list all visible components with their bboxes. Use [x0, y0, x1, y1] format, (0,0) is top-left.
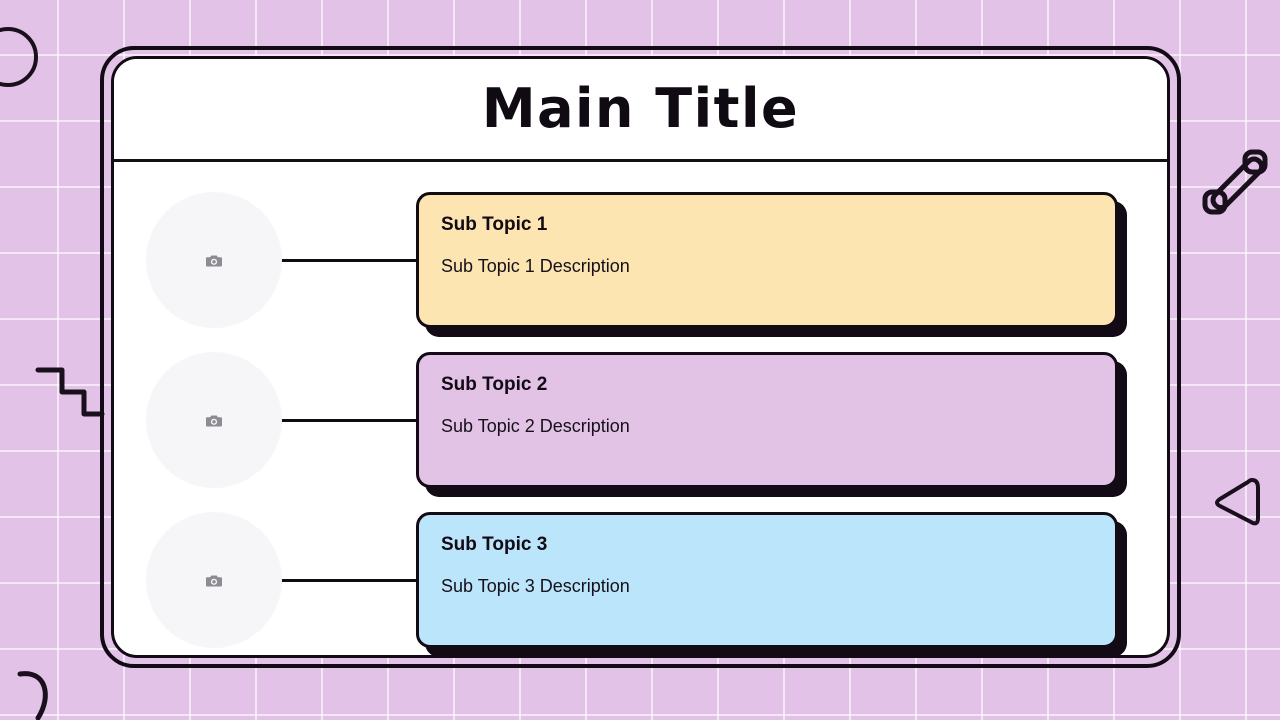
title-bar: Main Title — [114, 59, 1167, 162]
circle-outline-doodle — [0, 27, 38, 87]
topic-list: Sub Topic 1 Sub Topic 1 Description — [114, 162, 1167, 655]
connector-line-2 — [280, 418, 416, 422]
page-title: Main Title — [481, 77, 800, 140]
thumbnail-slot — [114, 512, 314, 648]
connector-line-3 — [280, 578, 416, 582]
image-placeholder-2[interactable] — [146, 352, 282, 488]
slide-panel: Main Title Sub Topic 1 — [111, 56, 1170, 658]
topic-card-description: Sub Topic 2 Description — [441, 415, 630, 436]
card-slot-2: Sub Topic 2 Sub Topic 2 Description — [416, 352, 1118, 488]
topic-card-3[interactable]: Sub Topic 3 Sub Topic 3 Description — [416, 512, 1118, 648]
percent-slash-doodle — [1202, 149, 1268, 215]
card-slot-3: Sub Topic 3 Sub Topic 3 Description — [416, 512, 1118, 648]
topic-card-title: Sub Topic 2 — [441, 374, 548, 395]
thumbnail-slot — [114, 352, 314, 488]
camera-icon — [205, 255, 222, 266]
thumbnail-slot — [114, 192, 314, 328]
zigzag-doodle — [35, 367, 105, 417]
topic-row: Sub Topic 3 Sub Topic 3 Description — [114, 500, 1167, 655]
image-placeholder-3[interactable] — [146, 512, 282, 648]
camera-icon — [205, 415, 222, 426]
camera-icon — [205, 575, 222, 586]
topic-card-description: Sub Topic 1 Description — [441, 255, 630, 276]
hook-curve-doodle — [17, 671, 48, 720]
topic-card-1[interactable]: Sub Topic 1 Sub Topic 1 Description — [416, 192, 1118, 328]
topic-card-title: Sub Topic 1 — [441, 214, 548, 235]
topic-card-2[interactable]: Sub Topic 2 Sub Topic 2 Description — [416, 352, 1118, 488]
topic-row: Sub Topic 1 Sub Topic 1 Description — [114, 180, 1167, 340]
topic-row: Sub Topic 2 Sub Topic 2 Description — [114, 340, 1167, 500]
card-slot-1: Sub Topic 1 Sub Topic 1 Description — [416, 192, 1118, 328]
slide-outer-border — [100, 46, 1181, 668]
image-placeholder-1[interactable] — [146, 192, 282, 328]
topic-card-description: Sub Topic 3 Description — [441, 575, 630, 596]
triangle-outline-doodle — [1215, 478, 1260, 526]
topic-card-title: Sub Topic 3 — [441, 534, 548, 555]
connector-line-1 — [280, 258, 416, 262]
